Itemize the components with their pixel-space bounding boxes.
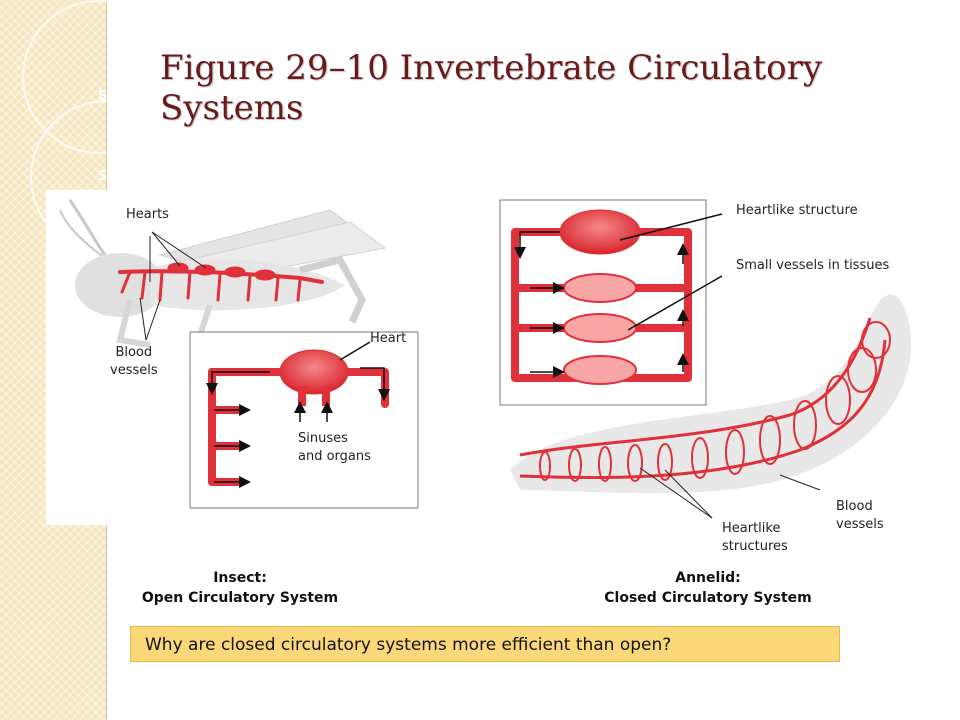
caption-insect: Insect: Open Circulatory System [110, 568, 370, 608]
caption-line: Closed Circulatory System [604, 590, 812, 606]
caption-line: Open Circulatory System [141, 590, 339, 606]
side-letter: S [98, 169, 108, 184]
label-line: Blood [836, 499, 873, 514]
caption-line: Insect: [213, 570, 267, 586]
label-line: Heartlike [722, 521, 781, 536]
label-line: and organs [298, 449, 371, 464]
closed-system-arrows [514, 213, 723, 378]
open-system-arrows [206, 341, 390, 488]
caption-annelid: Annelid: Closed Circulatory System [578, 568, 838, 608]
label-heartlike-structures: Heartlike structures [722, 520, 788, 556]
annelid-leader-lines [639, 467, 821, 519]
label-blood-vessels-annelid: Blood vessels [836, 498, 884, 534]
label-blood-vessels-insect: Blood vessels [110, 344, 158, 380]
question-banner: Why are closed circulatory systems more … [130, 626, 840, 662]
side-letter: S [98, 89, 108, 104]
label-sinuses: Sinuses and organs [298, 430, 371, 466]
slide-title: Figure 29–10 Invertebrate Circulatory Sy… [160, 48, 920, 128]
label-hearts: Hearts [126, 207, 169, 222]
label-small-vessels: Small vessels in tissues [736, 258, 890, 273]
label-line: structures [722, 539, 788, 554]
insect-vessels [118, 262, 324, 302]
insect-leader-lines [139, 231, 207, 341]
caption-line: Annelid: [675, 570, 741, 586]
slide-title-line: Figure 29–10 Invertebrate Circulatory [160, 48, 823, 88]
label-line: Sinuses [298, 431, 348, 446]
annelid-rings [539, 321, 891, 482]
label-heartlike-structure: Heartlike structure [736, 203, 858, 218]
label-line: vessels [836, 517, 884, 532]
slide-title-line: Systems [160, 88, 304, 128]
label-line: Blood [115, 345, 153, 360]
label-heart: Heart [370, 331, 407, 346]
label-line: vessels [110, 363, 158, 378]
